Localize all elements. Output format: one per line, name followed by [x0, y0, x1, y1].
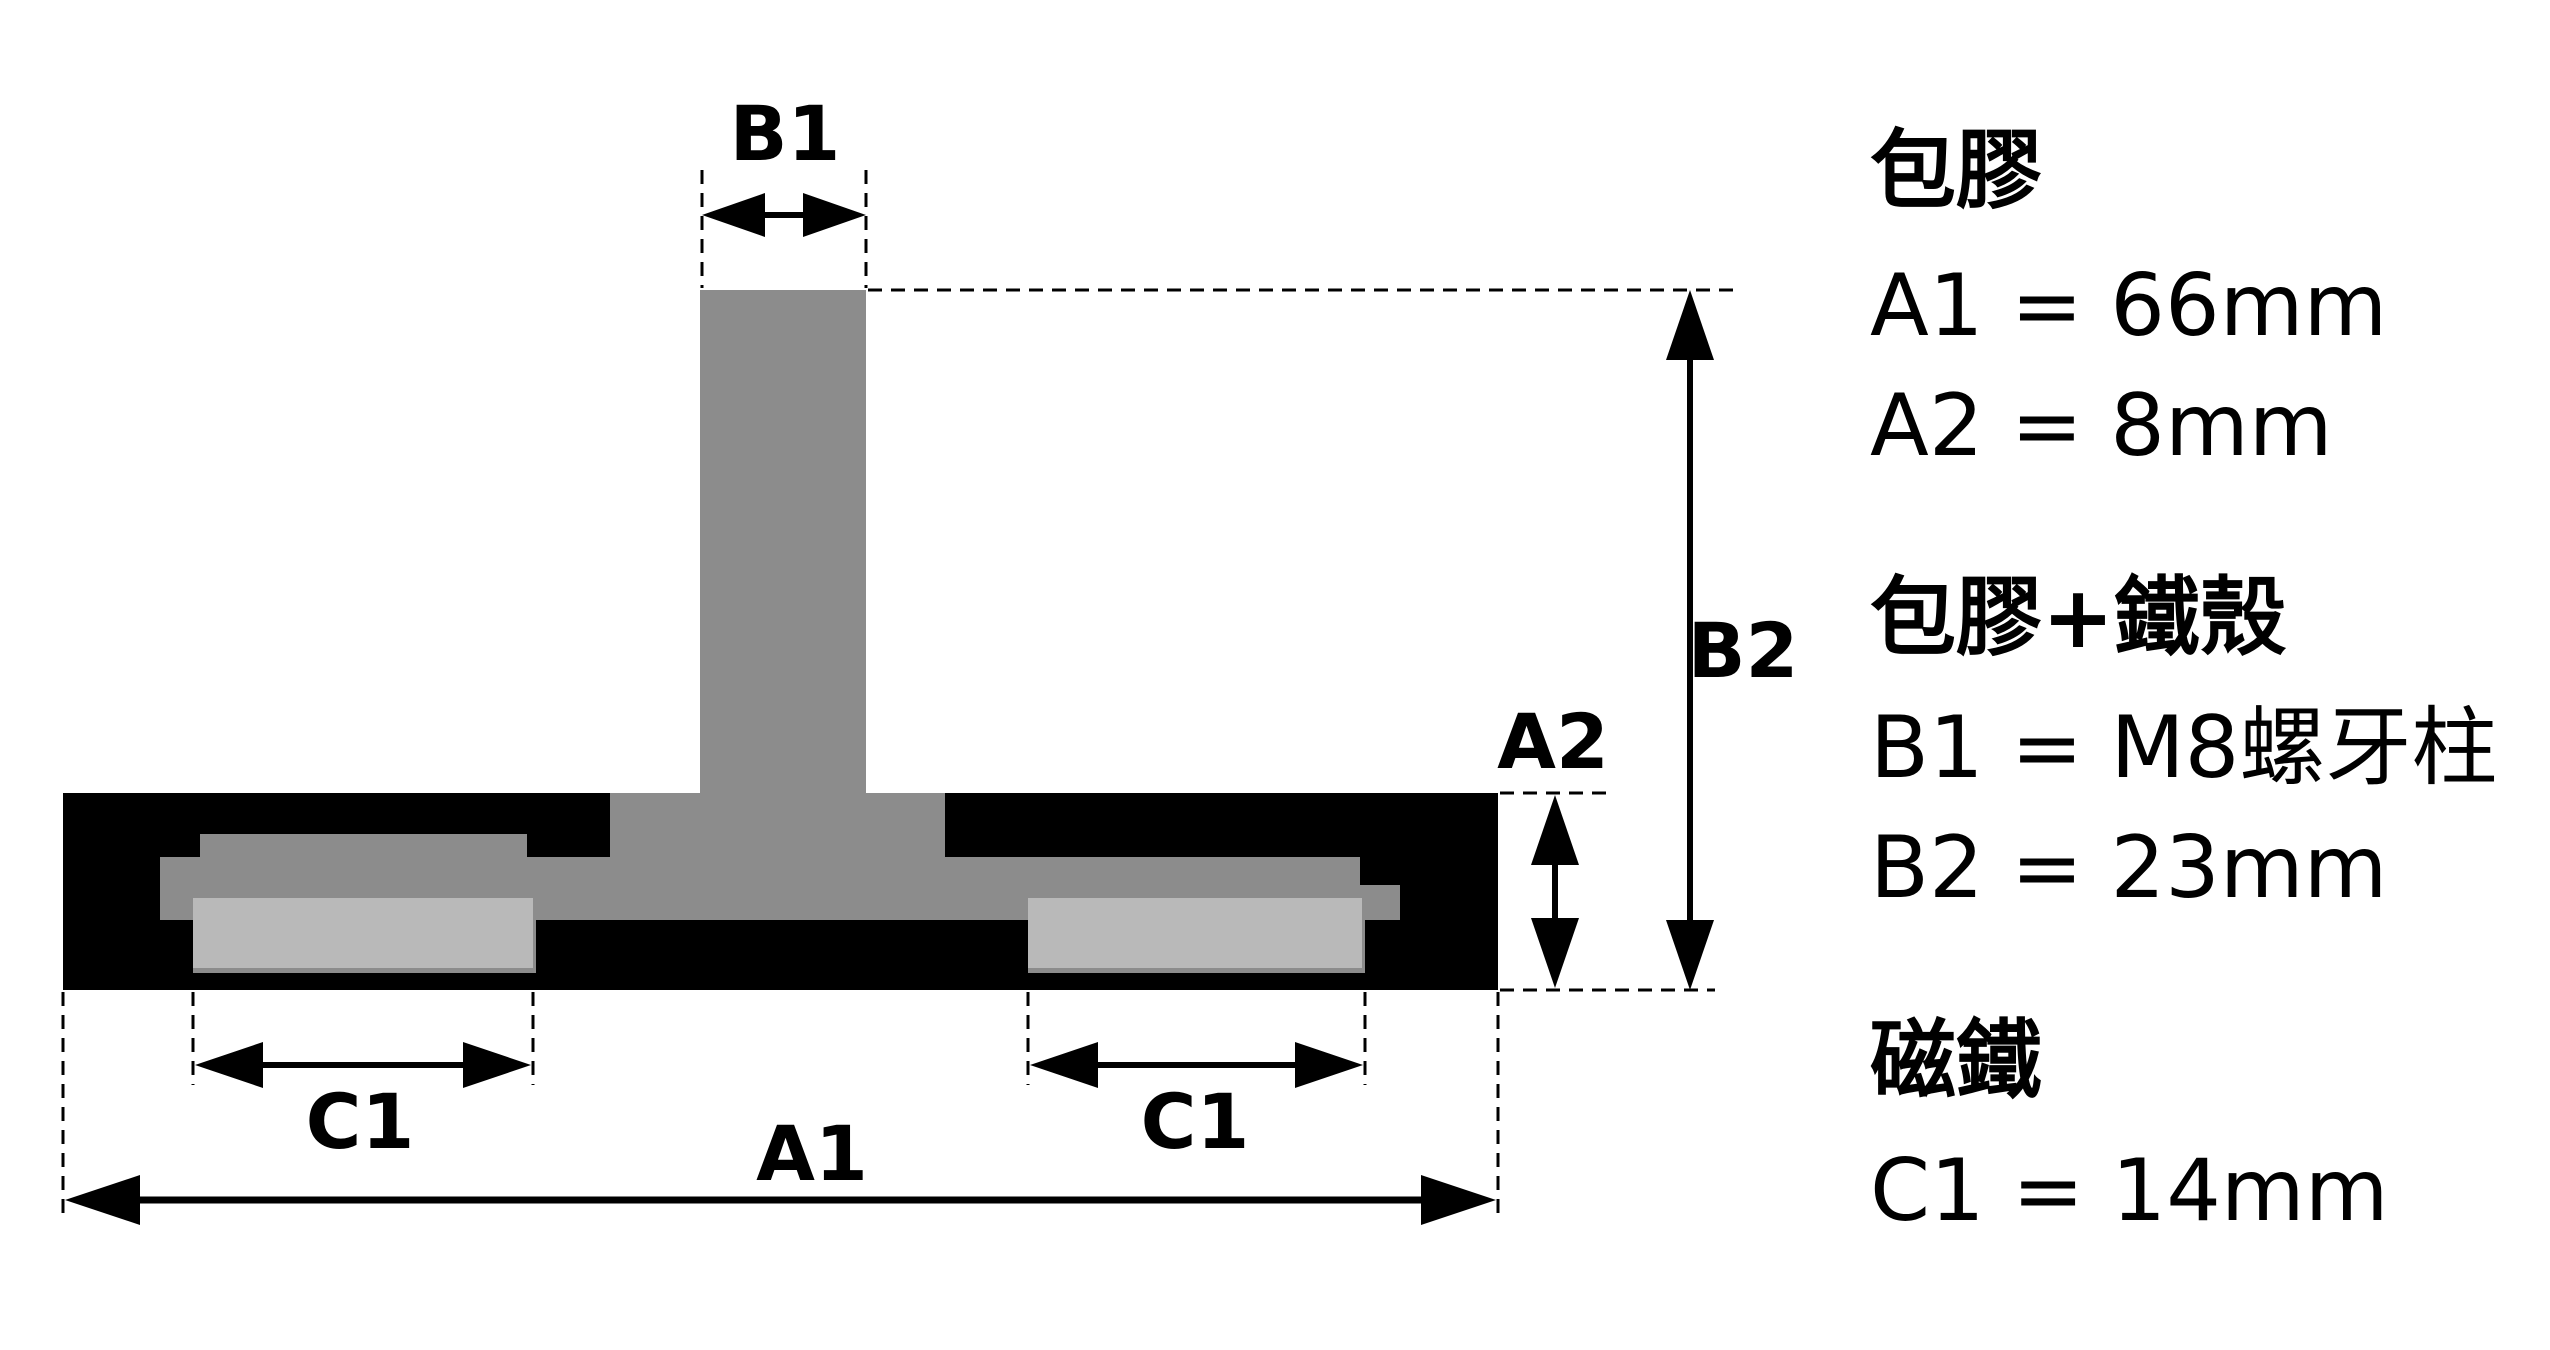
label-a1: A1: [756, 1109, 868, 1198]
steel-shell: [160, 290, 1400, 973]
rubber-pocket-left: [536, 920, 1028, 990]
extension-lines: [61, 170, 1740, 1222]
spec-a2: A2 = 8mm: [1870, 376, 2333, 476]
spec-c1: C1 = 14mm: [1870, 1141, 2389, 1241]
spec-title-rubber-steel: 包膠+鐵殼: [1870, 568, 2287, 668]
label-c1-right: C1: [1141, 1077, 1250, 1166]
spec-title-rubber: 包膠: [1870, 121, 2042, 221]
label-a2: A2: [1497, 697, 1609, 786]
label-c1-left: C1: [306, 1077, 415, 1166]
spec-title-magnet: 磁鐵: [1870, 1011, 2042, 1111]
spec-b2: B2 = 23mm: [1870, 818, 2388, 918]
dimension-arrows: [65, 193, 1714, 1225]
spec-a1: A1 = 66mm: [1870, 256, 2388, 356]
magnet-right: [1028, 898, 1362, 968]
magnet-left: [193, 898, 533, 968]
spec-b1: B1 = M8螺牙柱: [1870, 698, 2498, 798]
label-b2: B2: [1688, 606, 1799, 695]
label-b1: B1: [730, 89, 841, 178]
